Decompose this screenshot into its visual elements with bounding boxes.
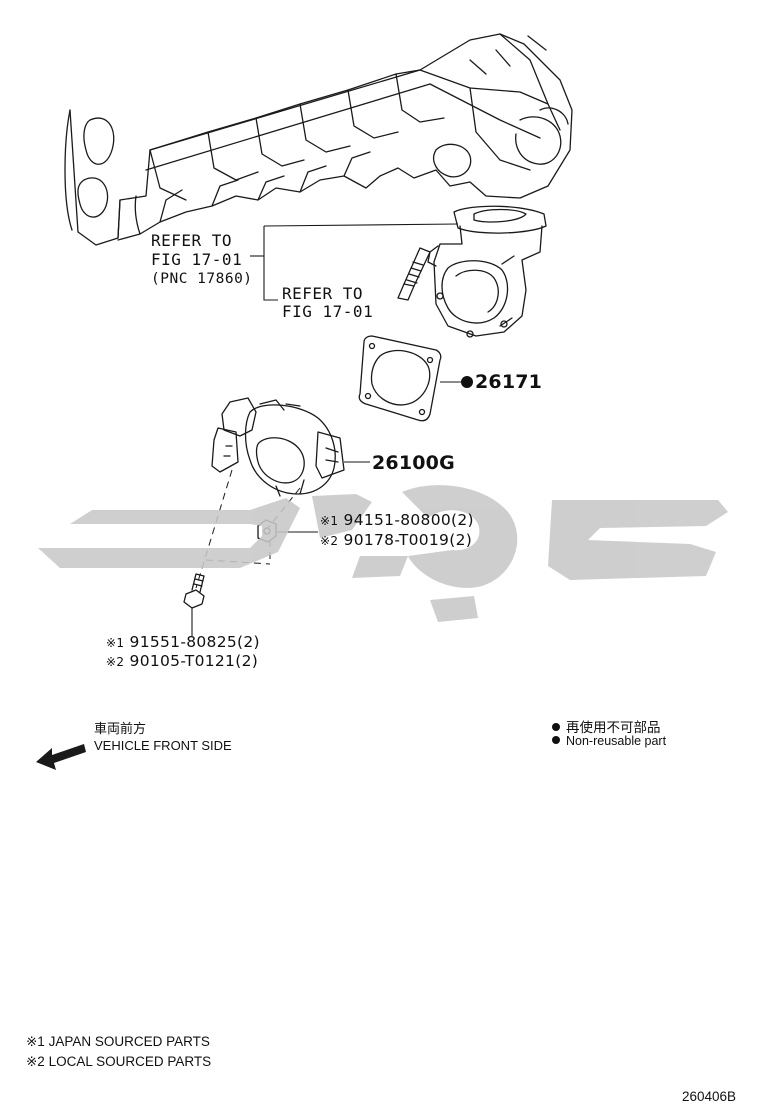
- gasket-part-label: 26171: [461, 371, 542, 393]
- refer-stud-line-2: FIG 17-01: [282, 302, 374, 321]
- bolt-part-row-2: ※2 90105-T0121(2): [106, 652, 258, 670]
- throttle-body-26100g-drawing: [211, 397, 345, 497]
- stud-drawing: [397, 247, 431, 301]
- bolt-part-row-1: ※1 91551-80825(2): [106, 633, 260, 651]
- bolt-drawing: [183, 573, 205, 609]
- vehicle-front-en: VEHICLE FRONT SIDE: [94, 738, 232, 753]
- refer-stud-line-1: REFER TO: [282, 284, 364, 303]
- nonreusable-dot-icon: [552, 723, 560, 731]
- gasket-part-number: 26171: [475, 371, 543, 393]
- source-marker: ※2: [320, 534, 339, 548]
- gasket-26171-drawing: [358, 335, 442, 422]
- legend-en: Non-reusable part: [552, 734, 666, 748]
- refer-manifold-line-2: FIG 17-01: [151, 250, 243, 269]
- throttle-elbow-drawing: [427, 205, 547, 338]
- legend-jp: 再使用不可部品: [552, 716, 661, 736]
- nonreusable-dot-icon: [461, 376, 473, 388]
- intake-manifold-drawing: [64, 33, 573, 246]
- nonreusable-dot-icon: [552, 736, 560, 744]
- figure-code: 260406B: [682, 1089, 737, 1104]
- nut-part-row-2: ※2 90178-T0019(2): [320, 531, 472, 549]
- refer-manifold-line-1: REFER TO: [151, 231, 233, 250]
- nut-part-row-1: ※1 94151-80800(2): [320, 511, 474, 529]
- bolt-part-number-2: 90105-T0121(2): [129, 652, 259, 670]
- watermark-logo: [38, 485, 728, 622]
- footnote-local-sourced: ※2 LOCAL SOURCED PARTS: [26, 1054, 212, 1069]
- vehicle-front-jp: 車両前方: [94, 721, 147, 736]
- throttle-body-part-number: 26100G: [372, 452, 455, 474]
- refer-manifold-line-3: (PNC 17860): [151, 271, 253, 287]
- bolt-part-number-1: 91551-80825(2): [129, 633, 260, 651]
- nut-part-number-2: 90178-T0019(2): [343, 531, 473, 549]
- source-marker: ※1: [106, 636, 125, 650]
- vehicle-front-arrow-icon: [36, 744, 86, 770]
- nut-part-number-1: 94151-80800(2): [343, 511, 474, 529]
- footnote-japan-sourced: ※1 JAPAN SOURCED PARTS: [26, 1034, 210, 1049]
- source-marker: ※2: [106, 655, 125, 669]
- source-marker: ※1: [320, 514, 339, 528]
